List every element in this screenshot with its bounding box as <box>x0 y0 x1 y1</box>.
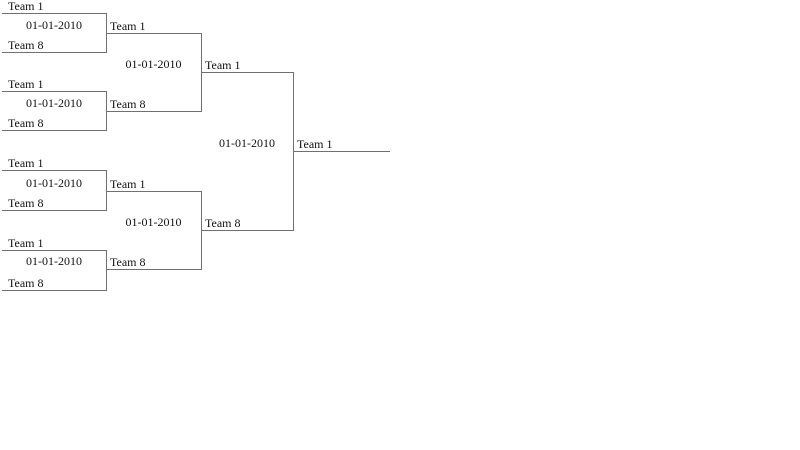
round1-match4-top-team: Team 1 <box>2 237 106 251</box>
semifinal1-bottom-team: Team 8 <box>106 98 201 112</box>
final-date: 01-01-2010 <box>219 136 275 150</box>
round1-match1-bottom-team: Team 8 <box>2 39 106 53</box>
semifinal2-bottom-team: Team 8 <box>106 256 201 270</box>
semifinal1-date: 01-01-2010 <box>125 57 182 71</box>
round1-match3-date: 01-01-2010 <box>26 176 82 190</box>
round1-match2-top-team: Team 1 <box>2 78 106 92</box>
round1-match1-date: 01-01-2010 <box>26 18 82 32</box>
semifinal1-top-team: Team 1 <box>106 20 201 34</box>
final-top-team: Team 1 <box>201 59 293 73</box>
round1-match3-top-team: Team 1 <box>2 157 106 171</box>
semifinal2-top-team: Team 1 <box>106 178 201 192</box>
round1-match3-bottom-team: Team 8 <box>2 197 106 211</box>
round1-match4-date: 01-01-2010 <box>26 254 82 268</box>
round1-match1-top-team: Team 1 <box>2 0 106 14</box>
final-bottom-team: Team 8 <box>201 217 293 231</box>
round1-match2-bottom-team: Team 8 <box>2 117 106 131</box>
round1-match4-bottom-team: Team 8 <box>2 277 106 291</box>
round1-match2-date: 01-01-2010 <box>26 96 82 110</box>
round1-match3-connector <box>106 170 107 211</box>
round1-match4-connector <box>106 250 107 291</box>
semifinal2-date: 01-01-2010 <box>125 215 182 229</box>
champion-label: Team 1 <box>293 138 390 152</box>
